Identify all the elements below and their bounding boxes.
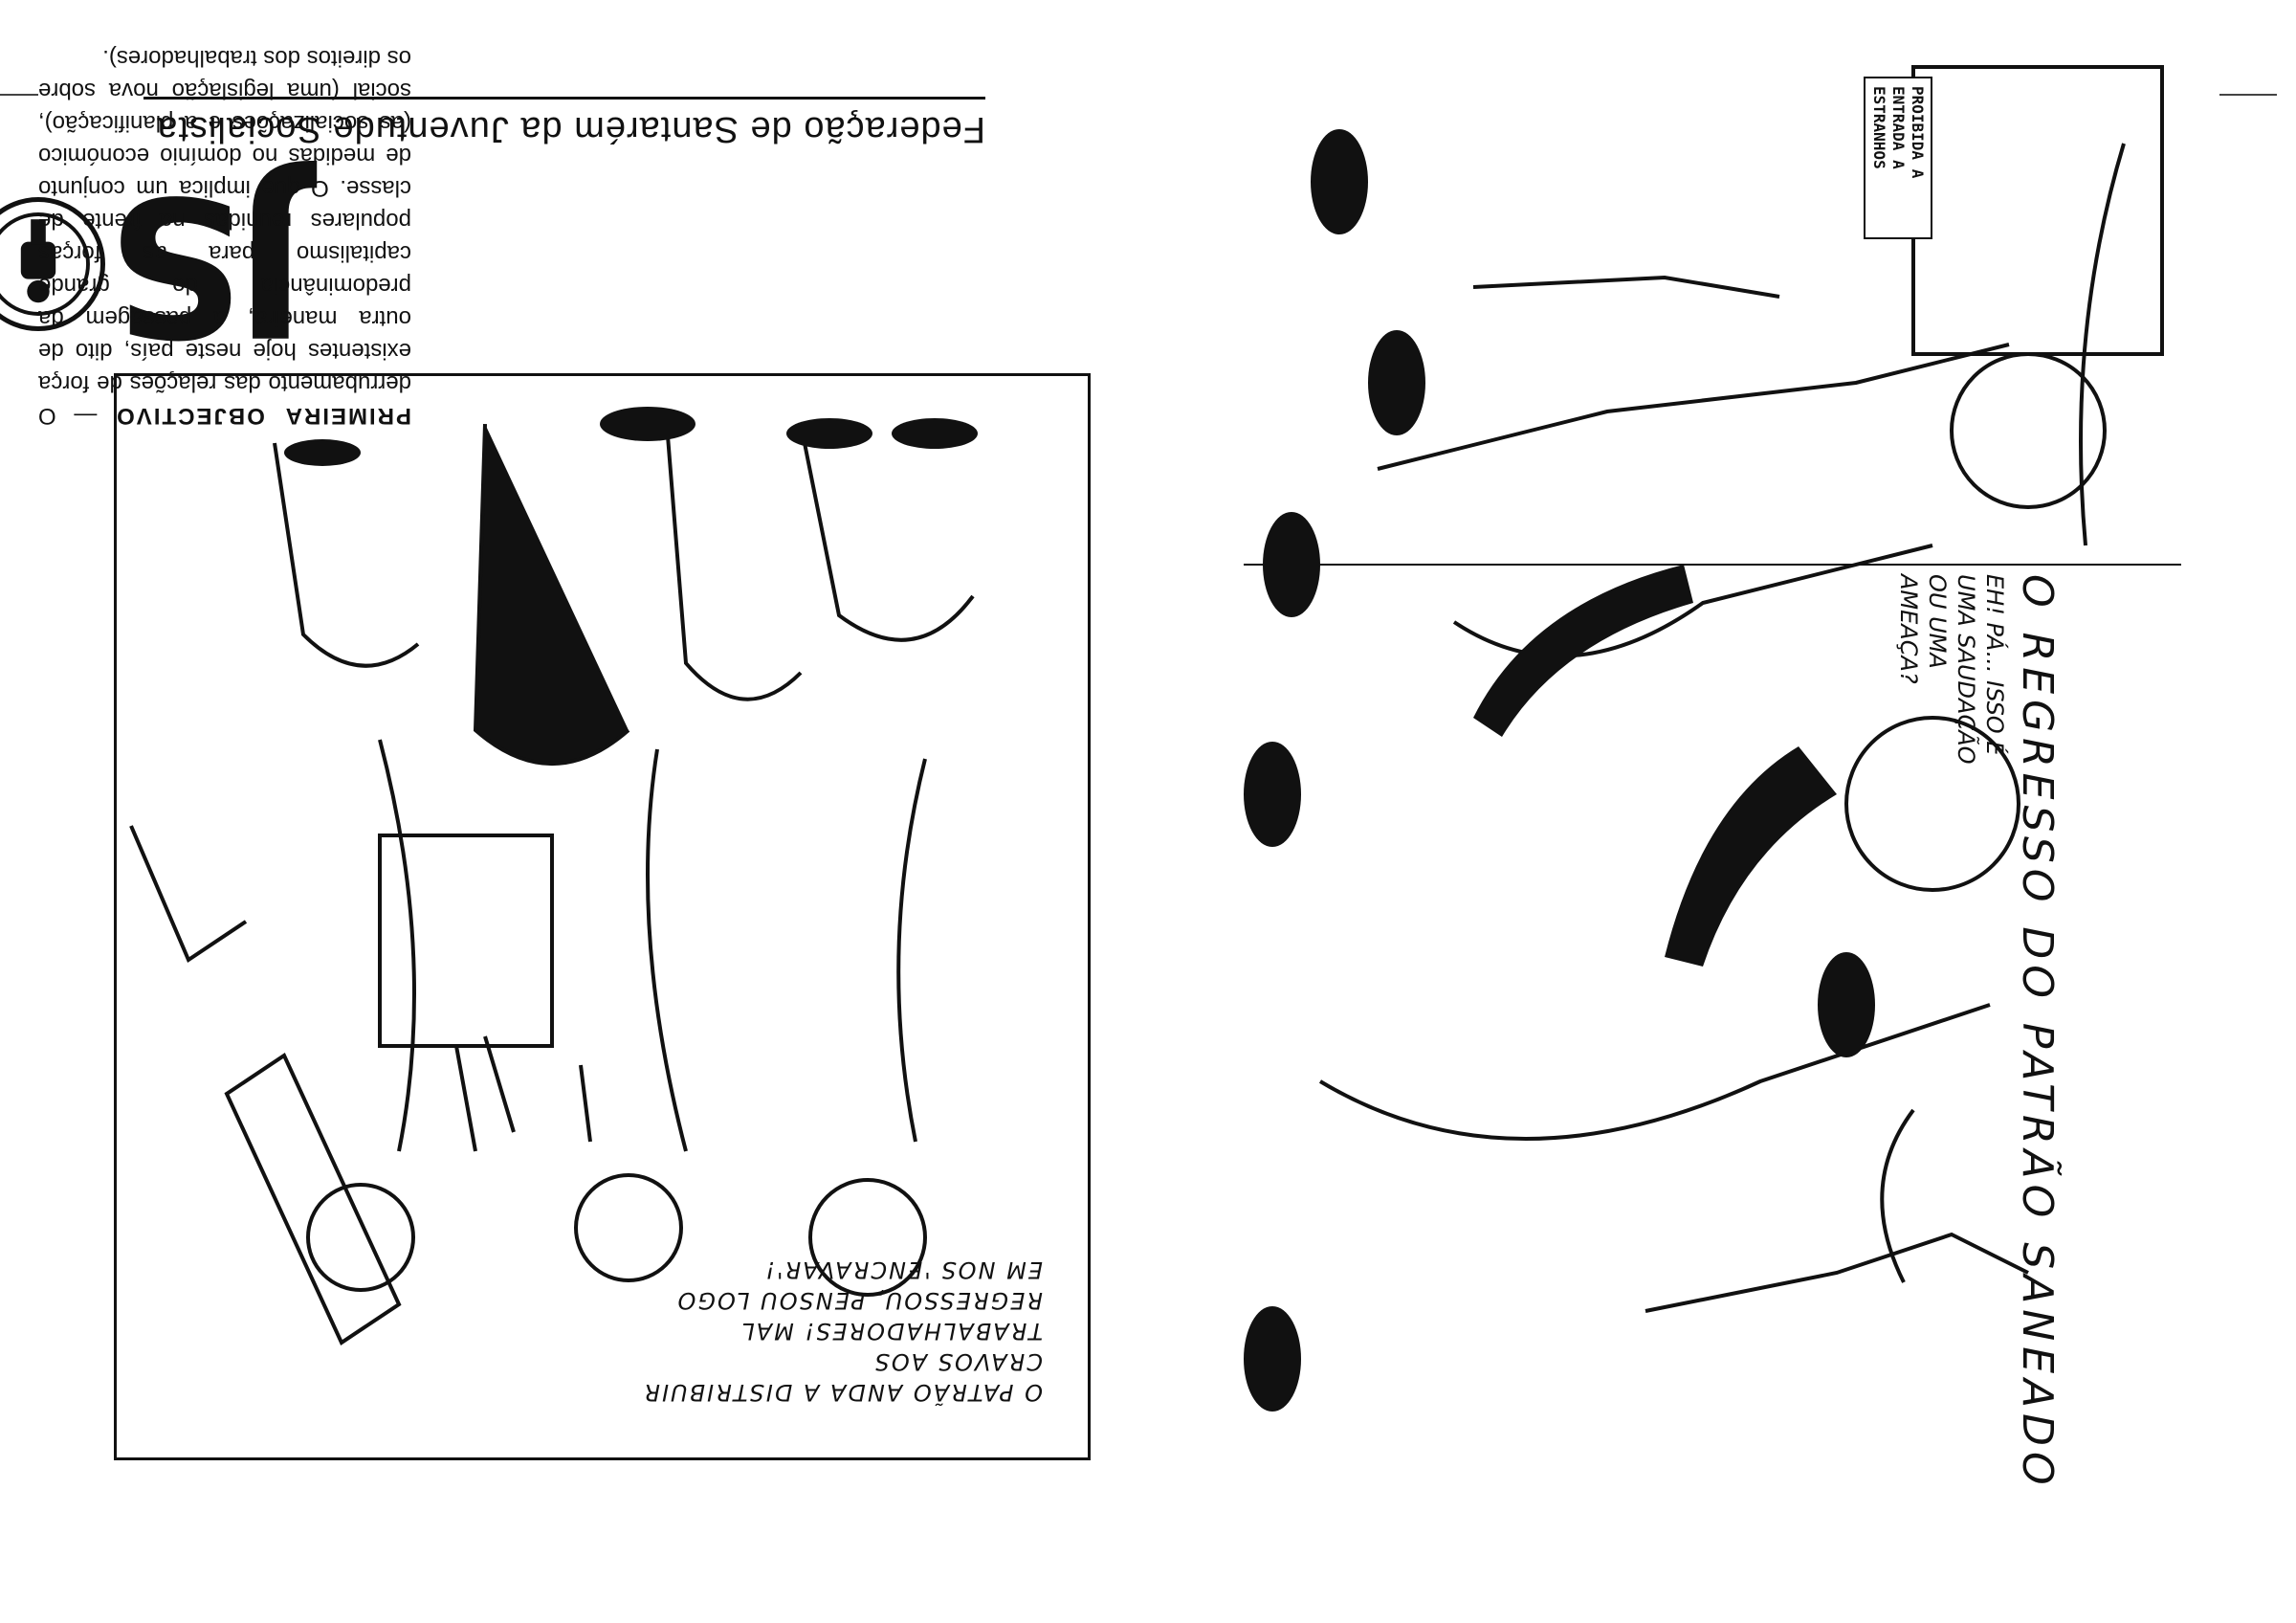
cartoon-left-frame — [114, 373, 1091, 1460]
fist-rose-emblem-icon — [0, 197, 105, 331]
cartoon-left-caption: O PATRÃO ANDA A DISTRIBUIR CRAVOS AOS TR… — [642, 1256, 1043, 1406]
speech-bubble: EH! PÁ... ISSO É UMA SAUDAÇÃO OU UMA AME… — [1895, 574, 2008, 765]
left-page: Federação de Santarém da Juventude Socia… — [0, 45, 1091, 1460]
cartoon-left-drawing — [129, 407, 978, 1345]
fold-mark-right — [2219, 94, 2277, 96]
right-page-cartoon — [1186, 29, 2258, 1589]
no-entry-sign: PROIBIDA A ENTRADA A ESTRANHOS — [1864, 77, 1932, 239]
cartoon-right-title: O REGRESSO DO PATRÃO SANEADO — [2013, 574, 2062, 1491]
fold-mark-left — [0, 94, 38, 96]
cartoon-right-drawing — [1244, 65, 2181, 1412]
